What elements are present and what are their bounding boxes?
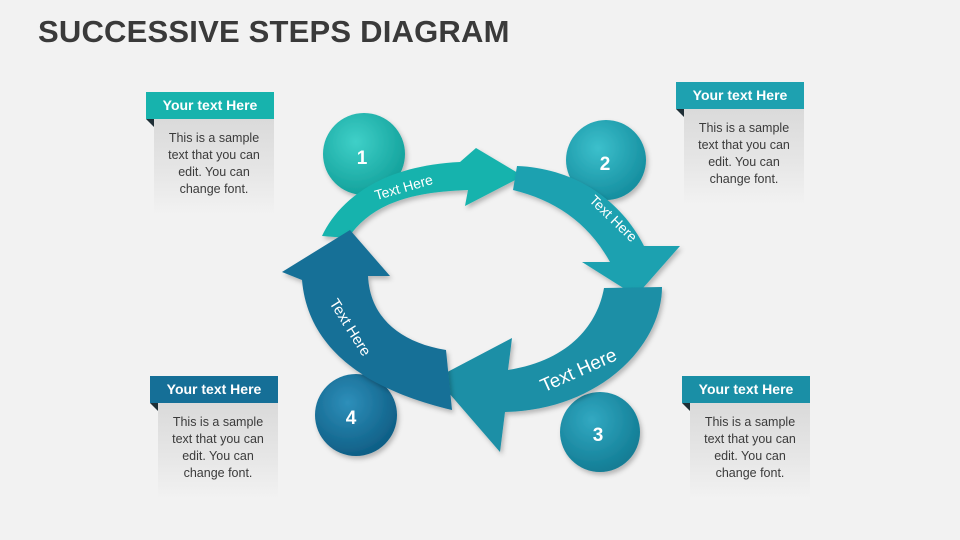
text-card-2-heading: Your text Here: [692, 87, 788, 103]
page-title: SUCCESSIVE STEPS DIAGRAM: [38, 14, 510, 49]
text-card-3-heading: Your text Here: [698, 381, 794, 397]
step-2-circle: [566, 120, 646, 200]
text-card-3: Your text Here This is a sample text tha…: [682, 376, 810, 499]
step-2-arrow: [513, 166, 680, 296]
step-1-number: 1: [357, 148, 368, 169]
text-card-1-line: edit. You can: [178, 165, 250, 179]
text-card-3-header: Your text Here: [682, 376, 810, 411]
text-card-3-body: This is a sample text that you can edit.…: [690, 403, 810, 499]
text-card-4-line: text that you can: [172, 432, 264, 446]
text-card-2-line: text that you can: [698, 138, 790, 152]
ribbon-fold: [682, 403, 690, 411]
text-card-2-body: This is a sample text that you can edit.…: [684, 109, 804, 205]
text-card-4-header: Your text Here: [150, 376, 278, 411]
text-card-3-line: text that you can: [704, 432, 796, 446]
text-card-3-line: This is a sample: [704, 415, 796, 429]
text-card-2-line: edit. You can: [708, 155, 780, 169]
step-4-number: 4: [346, 408, 357, 429]
step-1-arrow: [322, 148, 523, 238]
text-card-1-line: This is a sample: [168, 131, 260, 145]
text-card-1-header: Your text Here: [146, 92, 274, 127]
text-card-2-header: Your text Here: [676, 82, 804, 117]
step-3-arrow: [436, 287, 662, 452]
text-card-1-line: change font.: [179, 182, 249, 196]
text-card-4-heading: Your text Here: [166, 381, 262, 397]
text-card-3-line: change font.: [715, 466, 785, 480]
step-3-number: 3: [593, 425, 604, 446]
text-card-2: Your text Here This is a sample text tha…: [676, 82, 804, 205]
text-card-4: Your text Here This is a sample text tha…: [150, 376, 278, 499]
step-4-circle: [315, 374, 397, 456]
step-2-number: 2: [600, 154, 611, 175]
step-3-circle: [560, 392, 640, 472]
text-card-3-line: edit. You can: [714, 449, 786, 463]
ribbon-fold: [676, 109, 684, 117]
text-card-1-body: This is a sample text that you can edit.…: [154, 119, 274, 215]
text-card-4-line: This is a sample: [172, 415, 264, 429]
step-1-circle: [323, 113, 405, 195]
text-card-2-line: This is a sample: [698, 121, 790, 135]
text-card-4-line: change font.: [183, 466, 253, 480]
ribbon-fold: [146, 119, 154, 127]
text-card-4-body: This is a sample text that you can edit.…: [158, 403, 278, 499]
step-4-arrow: [282, 230, 452, 410]
text-card-1-line: text that you can: [168, 148, 260, 162]
text-card-1-heading: Your text Here: [162, 97, 258, 113]
ribbon-fold: [150, 403, 158, 411]
text-card-2-line: change font.: [709, 172, 779, 186]
text-card-4-line: edit. You can: [182, 449, 254, 463]
text-card-1: Your text Here This is a sample text tha…: [146, 92, 274, 215]
